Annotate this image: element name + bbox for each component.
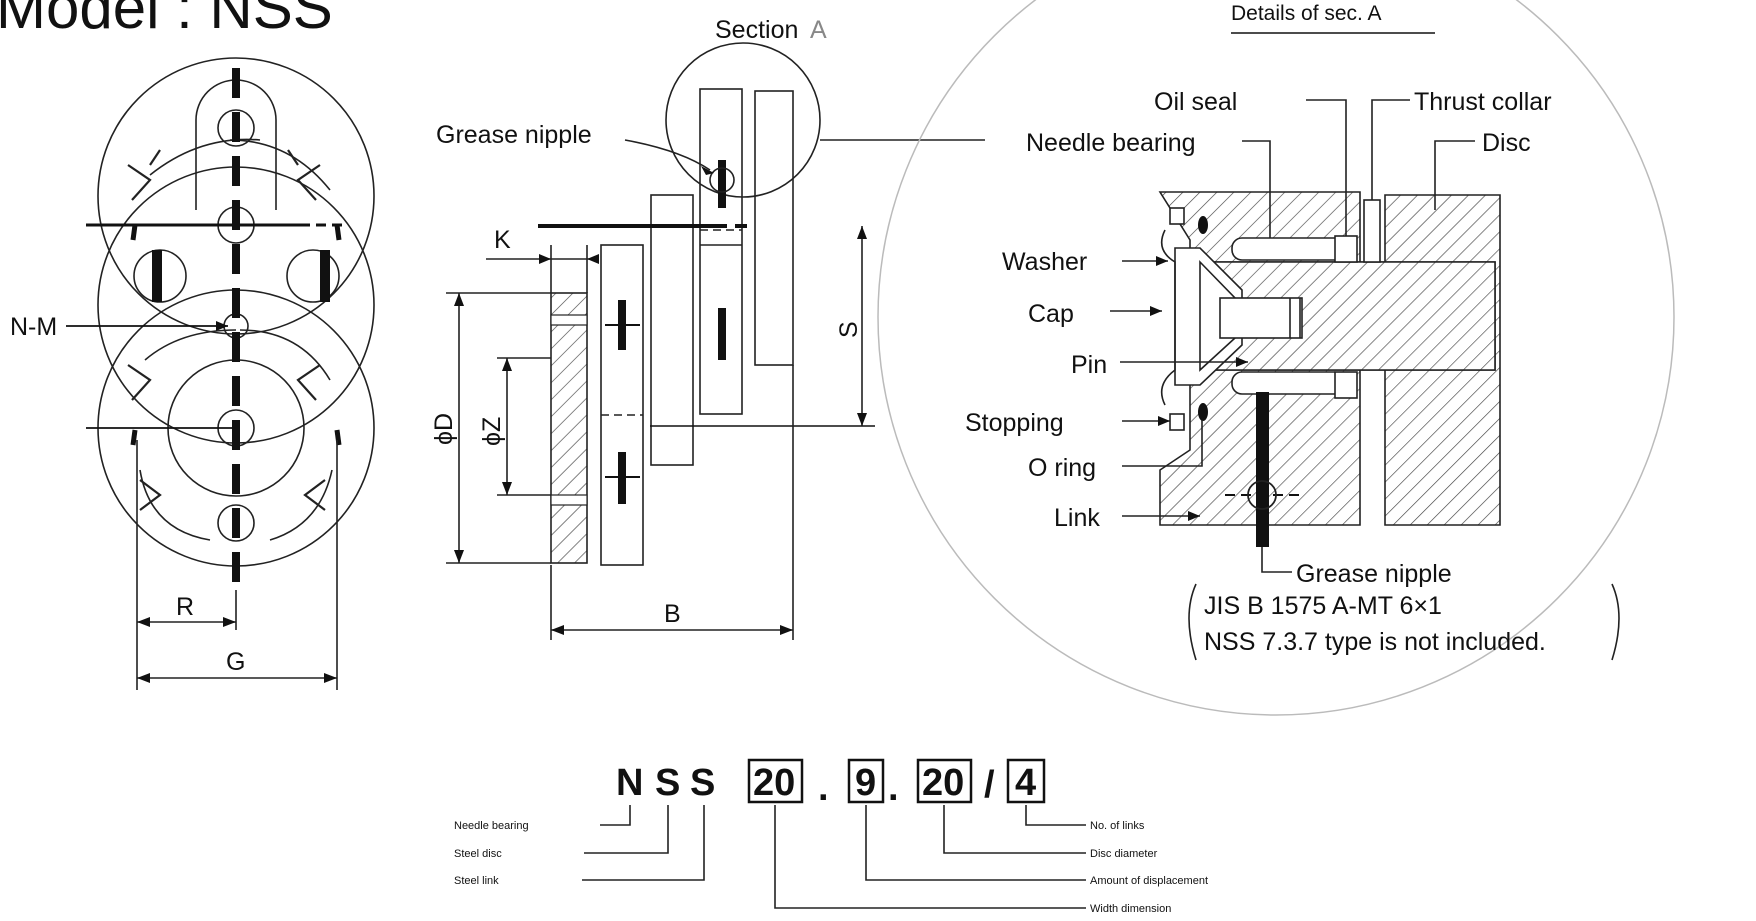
stopping-label: Stopping <box>965 409 1064 437</box>
section-a-circle <box>665 42 821 198</box>
code-sep-3: / <box>984 764 995 806</box>
side-view: Section A Grease nipple K <box>430 16 985 640</box>
k-dimension-label: K <box>494 226 511 254</box>
code-letter-s1: S <box>655 762 680 804</box>
code-sep-2: . <box>888 767 899 809</box>
steel-disc-code-label: Steel disc <box>454 848 502 860</box>
nss-note: NSS 7.3.7 type is not included. <box>1204 628 1546 656</box>
code-letter-s2: S <box>690 762 715 804</box>
needle-bearing-label: Needle bearing <box>1026 129 1196 157</box>
b-dimension-label: B <box>664 600 681 628</box>
g-dimension-label: G <box>226 648 245 676</box>
detail-circle <box>877 0 1675 716</box>
cap-label: Cap <box>1028 300 1074 328</box>
washer-label: Washer <box>1002 248 1087 276</box>
disc-label: Disc <box>1482 129 1531 157</box>
link-label: Link <box>1054 504 1100 532</box>
detail-grease-nipple-label: Grease nipple <box>1296 560 1452 588</box>
page-title: Model : NSS <box>0 0 333 41</box>
o-ring-label: O ring <box>1028 454 1096 482</box>
r-dimension-label: R <box>176 593 194 621</box>
d-dimension-label: ϕD <box>430 413 458 445</box>
oil-seal-label: Oil seal <box>1154 88 1237 116</box>
s-dimension-label: S <box>835 321 863 338</box>
model-code: N S S 20 . 9 . 20 / 4 Needle bearing Ste… <box>454 758 1208 915</box>
grease-nipple-label: Grease nipple <box>436 121 592 149</box>
pin-label: Pin <box>1071 351 1107 379</box>
code-box-displacement: 9 <box>855 762 876 804</box>
z-dimension-label: ϕZ <box>478 417 506 446</box>
links-count-code-label: No. of links <box>1090 820 1145 832</box>
code-sep-1: . <box>818 767 829 809</box>
detail-title: Details of sec. A <box>1231 2 1382 25</box>
nm-label: N-M <box>10 313 57 341</box>
code-box-links: 4 <box>1015 762 1036 804</box>
code-box-disc-diameter: 20 <box>922 762 964 804</box>
width-dimension-code-label: Width dimension <box>1090 903 1171 915</box>
code-letter-n: N <box>616 762 643 804</box>
detail-view: Details of sec. A <box>877 0 1675 716</box>
displacement-code-label: Amount of displacement <box>1090 875 1208 887</box>
front-view: N-M R G <box>10 57 375 690</box>
steel-link-code-label: Steel link <box>454 875 499 887</box>
needle-bearing-code-label: Needle bearing <box>454 820 529 832</box>
disc-diameter-code-label: Disc diameter <box>1090 848 1158 860</box>
jis-note: JIS B 1575 A-MT 6×1 <box>1204 592 1442 620</box>
code-box-width: 20 <box>753 762 795 804</box>
section-label: Section A <box>715 16 827 44</box>
thrust-collar-label: Thrust collar <box>1414 88 1552 116</box>
